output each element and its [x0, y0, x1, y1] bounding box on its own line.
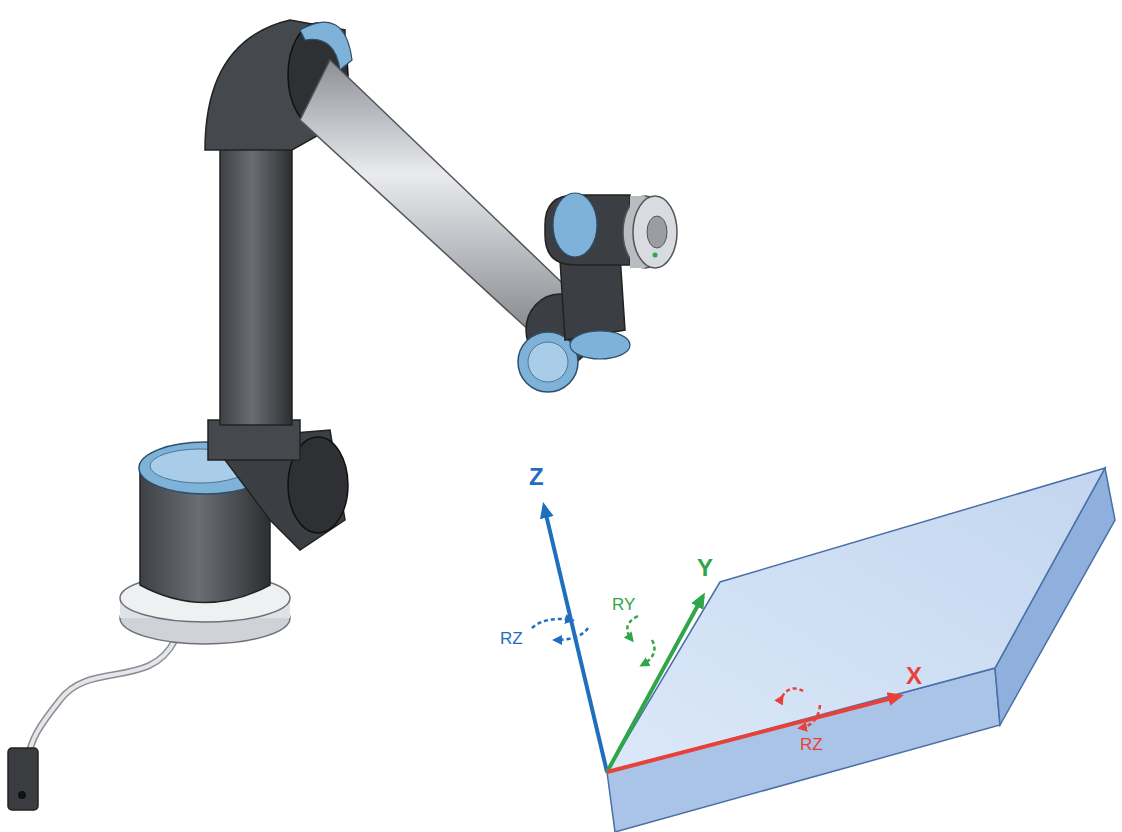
rotation-label: RZ — [500, 630, 523, 647]
axis-label: X — [906, 664, 922, 688]
axis-label: Y — [697, 556, 713, 580]
rotation-label: RY — [612, 596, 635, 613]
axis-label: Z — [529, 465, 544, 489]
rotation-label: RZ — [800, 736, 823, 753]
